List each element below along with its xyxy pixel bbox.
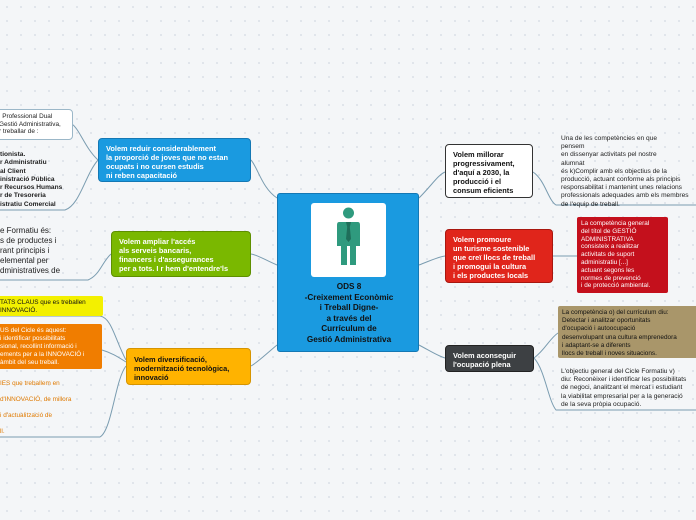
- branch-reduce-youth-unemployment[interactable]: Volem reduir considerablement la proporc…: [98, 138, 251, 182]
- connector-profiles-list: [0, 159, 99, 211]
- note-general-competence[interactable]: La competència general del títol de GEST…: [577, 217, 668, 293]
- connector-cycle: [101, 349, 127, 363]
- note-competence[interactable]: Una de les competències en que pensem en…: [561, 135, 689, 208]
- note-formative-objective[interactable]: e Formatiu és: s de productes i rant pri…: [0, 226, 61, 275]
- connector-productivity: [418, 171, 446, 199]
- note-key-abilities[interactable]: TATS CLAUS que es treballen INNOVACIÓ.: [0, 296, 103, 316]
- connector-competence-text: [532, 171, 696, 206]
- note-general-objective[interactable]: L'objectiu general del Cicle Formatiu v)…: [561, 368, 687, 408]
- center-image: [311, 203, 386, 277]
- branch-diversification[interactable]: Volem diversificació, modernització tecn…: [126, 348, 251, 385]
- note-cycle-abilities[interactable]: US del Cicle és aquest: i identificar po…: [0, 324, 102, 369]
- branch-sustainable-tourism[interactable]: Volem promoure un turisme sostenible que…: [445, 229, 553, 283]
- connector-activities: [0, 365, 127, 438]
- central-title: ODS 8 -Creixement Econòmic i Treball Dig…: [304, 282, 394, 344]
- branch-full-employment[interactable]: Volem aconseguir l'ocupació plena: [445, 345, 534, 372]
- note-job-profiles[interactable]: tionista. r Administratiu al Client inis…: [0, 151, 63, 208]
- branch-productivity[interactable]: Volem millorar progressivament, d'aquí a…: [445, 144, 533, 198]
- connector-tourism: [418, 255, 446, 266]
- note-activities[interactable]: IES que treballem en d'INNOVACIÓ, de mil…: [0, 380, 72, 435]
- branch-financial-access[interactable]: Volem ampliar l'accés als serveis bancar…: [111, 231, 251, 277]
- connector-employment: [418, 344, 446, 359]
- connector-formative: [0, 253, 112, 281]
- connector-diversify: [250, 344, 278, 367]
- connector-curriculum: [533, 332, 559, 359]
- note-curriculum-competence[interactable]: La competència o) del currículum diu: De…: [558, 306, 696, 358]
- connector-access: [250, 253, 278, 266]
- connector-general: [533, 357, 696, 411]
- businessman-icon: [337, 207, 360, 265]
- central-topic[interactable]: ODS 8 -Creixement Econòmic i Treball Dig…: [277, 193, 419, 352]
- note-professional-profile[interactable]: l Professional Dual Gestió Administrativ…: [0, 109, 73, 140]
- connector-key: [0, 315, 127, 361]
- connector-reduce: [250, 159, 278, 199]
